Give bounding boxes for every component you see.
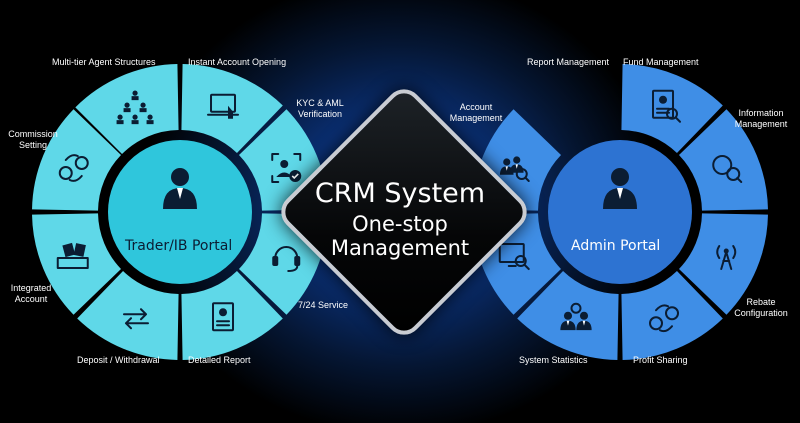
- headset-icon: [272, 246, 301, 273]
- left-portal-hub: [108, 140, 252, 284]
- laptop-touch-icon: [207, 93, 240, 119]
- people-dollar-icon: [560, 302, 592, 331]
- right-portal-hub: [548, 140, 692, 284]
- label-deposit-withdrawal: Deposit / Withdrawal: [77, 355, 160, 365]
- segment-report-management: [621, 64, 723, 154]
- center-title: CRM System: [314, 178, 486, 209]
- label-kyc-aml-verification: KYC & AML Verification: [296, 98, 344, 119]
- segment-commission-setting: [32, 109, 122, 211]
- label-account-management: Account Management: [449, 102, 503, 123]
- dollar-cycle-icon: [58, 154, 89, 182]
- segment-fund-management: [678, 109, 768, 211]
- label-fund-management: Fund Management: [623, 57, 699, 67]
- label-rebate-configuration: Rebate Configuration: [734, 297, 788, 318]
- group-search-icon: [499, 156, 530, 182]
- label-multi-tier-agent-structures: Multi-tier Agent Structures: [52, 57, 156, 67]
- label-commission-setting: Commission Setting: [8, 129, 58, 150]
- dollar-search-icon: [712, 154, 743, 183]
- signal-tower-icon: [716, 245, 737, 271]
- right-portal-wheel: [472, 64, 768, 360]
- label-24-7-service: 7/24 Service: [298, 300, 349, 310]
- label-detailed-report: Detailed Report: [188, 355, 251, 365]
- trader-ib-portal-title: Trader/IB Portal: [125, 238, 233, 254]
- label-integrated-account: Integrated Account: [10, 283, 52, 304]
- transfer-arrows-icon: [122, 308, 149, 330]
- report-doc-icon: [212, 302, 235, 332]
- label-instant-account-opening: Instant Account Opening: [188, 57, 287, 67]
- segment-information-management: [678, 213, 768, 315]
- center-subtitle-line2: Management: [330, 236, 470, 260]
- segment-integrated-account: [32, 213, 122, 315]
- dollar-cycle-icon: [649, 304, 680, 333]
- segment-instant-account-opening: [181, 64, 283, 154]
- segment-profit-sharing: [517, 270, 619, 360]
- center-subtitle-line1: One-stop: [352, 212, 448, 236]
- report-search-icon: [652, 89, 682, 123]
- label-profit-sharing: Profit Sharing: [633, 355, 688, 365]
- segment-detailed-report: [181, 270, 283, 360]
- label-report-management: Report Management: [527, 57, 610, 67]
- monitor-search-icon: [498, 243, 530, 271]
- id-verify-icon: [271, 152, 302, 183]
- account-box-icon: [56, 242, 89, 270]
- admin-portal-title: Admin Portal: [571, 238, 661, 254]
- org-chart-icon: [116, 90, 154, 125]
- segment-multi-tier-agent-structures: [75, 64, 179, 155]
- segment-deposit-withdrawal: [77, 270, 179, 360]
- label-system-statistics: System Statistics: [519, 355, 588, 365]
- label-information-management: Information Management: [734, 108, 788, 129]
- segment-rebate-configuration: [621, 270, 723, 360]
